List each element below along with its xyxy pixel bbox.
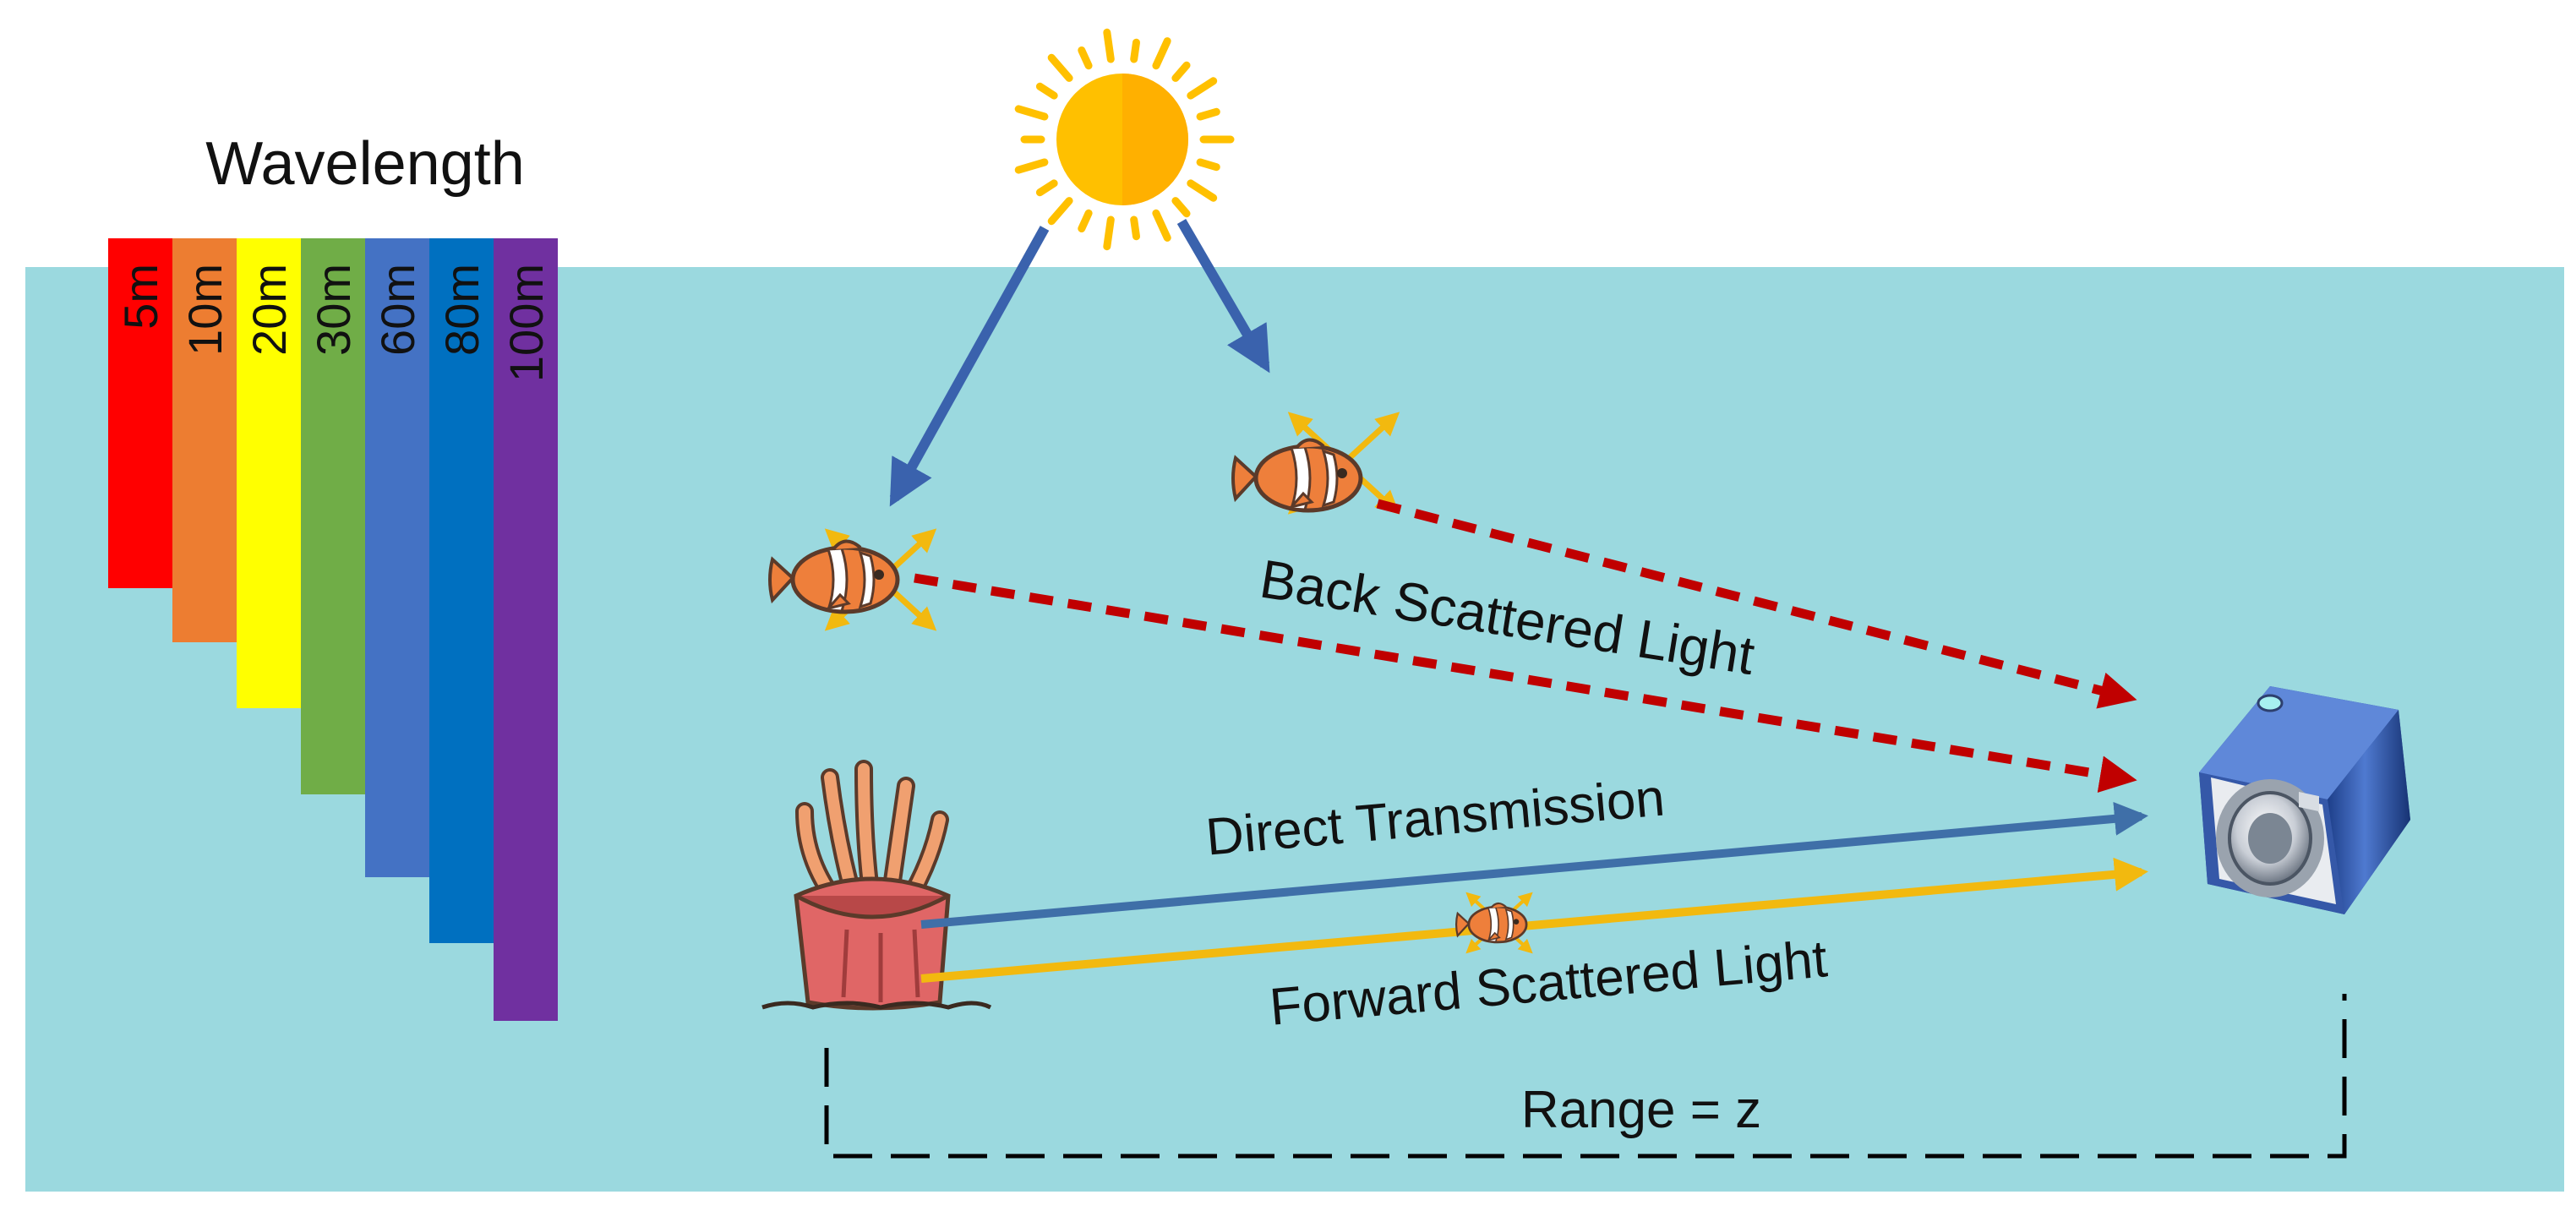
back-scatter-arrow-upper (1376, 499, 2137, 709)
depth-bar-100m (494, 238, 558, 1021)
sun-ray (1187, 179, 1218, 202)
back-scatter-arrow-lower (914, 573, 2137, 793)
sun-ray (1196, 158, 1220, 172)
sun-ray (1035, 82, 1058, 100)
depth-bar-label: 20m (243, 264, 296, 356)
depth-bar-10m (172, 238, 237, 642)
range-bracket (824, 994, 2347, 1159)
sunlight-arrow-right (1176, 218, 1270, 374)
sun-ray (1047, 197, 1073, 226)
sea-anemone-icon (761, 760, 992, 1011)
depth-bar-label: 10m (178, 264, 232, 356)
sun-ray (1047, 53, 1073, 82)
sun-ray (1187, 77, 1218, 100)
sun-ray (1078, 46, 1093, 70)
depth-bar-5m (108, 238, 172, 588)
sun-ray (1152, 37, 1171, 70)
depth-bar-30m (301, 238, 365, 794)
camera-icon (2199, 686, 2410, 914)
depth-bar-label: 30m (307, 264, 360, 356)
sun-ray (1035, 179, 1058, 197)
depth-bar-label: 5m (114, 264, 167, 330)
direct-transmission-arrow (920, 801, 2148, 929)
depth-bar-60m (365, 238, 429, 877)
sun-ray (1196, 107, 1220, 121)
sun-ray (1103, 215, 1115, 251)
wavelength-title: Wavelength (205, 130, 525, 198)
range-label: Range = z (1521, 1081, 1761, 1139)
sun-ray (1014, 105, 1049, 121)
sun-ray (1171, 197, 1191, 218)
sun-ray (1171, 61, 1191, 82)
sun-ray (1103, 28, 1115, 63)
sun-ray (1152, 209, 1171, 242)
sun-ray (1130, 215, 1140, 241)
sun-ray (1130, 38, 1140, 63)
sun-ray (1014, 158, 1049, 174)
depth-bar-20m (237, 238, 301, 708)
depth-bar-80m (429, 238, 494, 943)
depth-bar-label: 100m (499, 264, 553, 382)
forward-scatter-arrow (920, 857, 2148, 983)
sunlight-arrow-left (889, 226, 1050, 507)
sun-icon (1014, 28, 1235, 251)
depth-bar-label: 60m (371, 264, 424, 356)
sun-ray (1078, 209, 1093, 232)
depth-bar-label: 80m (435, 264, 488, 356)
